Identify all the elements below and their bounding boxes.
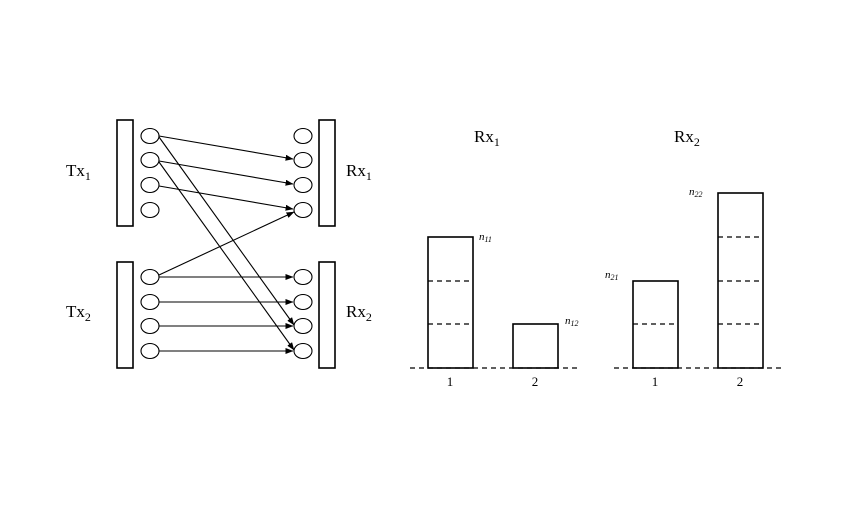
links [158,135,295,354]
rx2-bar-1: n21 1 [605,269,679,389]
rx2-antenna [293,293,313,311]
tx1-antenna [140,201,160,219]
bar [427,236,474,369]
rx1-stream-chart: Rx1 n11 1 n12 2 [410,127,579,389]
rx2-antenna [293,342,313,360]
rx2-antenna [293,317,313,335]
tx2-label: Tx2 [66,302,91,324]
x-tick-label: 1 [447,374,454,389]
tx2-antennas [140,268,160,360]
bar-value-label: n21 [605,269,619,282]
tx1-antenna [140,151,160,169]
bar-value-label: n22 [689,186,703,199]
rx1-bar-2: n12 2 [512,315,579,389]
rx2-antenna [293,268,313,286]
link-arrow [158,185,294,211]
link-arrow [158,161,295,351]
link-arrow [158,135,294,161]
rx2-label: Rx2 [346,302,372,324]
x-tick-label: 2 [532,374,539,389]
rx1-antenna [293,176,313,194]
rx1-panel [318,119,336,227]
antenna-diagram: Tx1 Tx2 Rx1 Rx2 [66,119,372,369]
rx2-panel [318,261,336,369]
x-tick-label: 2 [737,374,744,389]
bar [512,323,559,369]
tx1-label: Tx1 [66,161,91,183]
tx1-panel [116,119,134,227]
rx1-chart-title: Rx1 [474,127,500,149]
bar-value-label: n11 [479,231,492,244]
rx1-antenna [293,151,313,169]
tx2-antenna [140,317,160,335]
tx2-panel [116,261,134,369]
bar-value-label: n12 [565,315,579,328]
tx1-antennas [140,127,160,219]
rx2-chart-title: Rx2 [674,127,700,149]
link-arrow [158,136,295,326]
rx1-antenna [293,201,313,219]
x-tick-label: 1 [652,374,659,389]
rx1-label: Rx1 [346,161,372,183]
rx1-antennas [293,127,313,219]
rx2-bar-2: n22 2 [689,186,764,389]
link-arrow [158,211,295,276]
link-arrow [158,160,294,186]
rx2-stream-chart: Rx2 n21 1 n22 2 [605,127,782,389]
tx2-antenna [140,342,160,360]
tx1-antenna [140,176,160,194]
rx1-antenna [293,127,313,145]
rx1-bar-1: n11 1 [427,231,492,389]
tx2-antenna [140,293,160,311]
tx2-antenna [140,268,160,286]
tx1-antenna [140,127,160,145]
rx2-antennas [293,268,313,360]
